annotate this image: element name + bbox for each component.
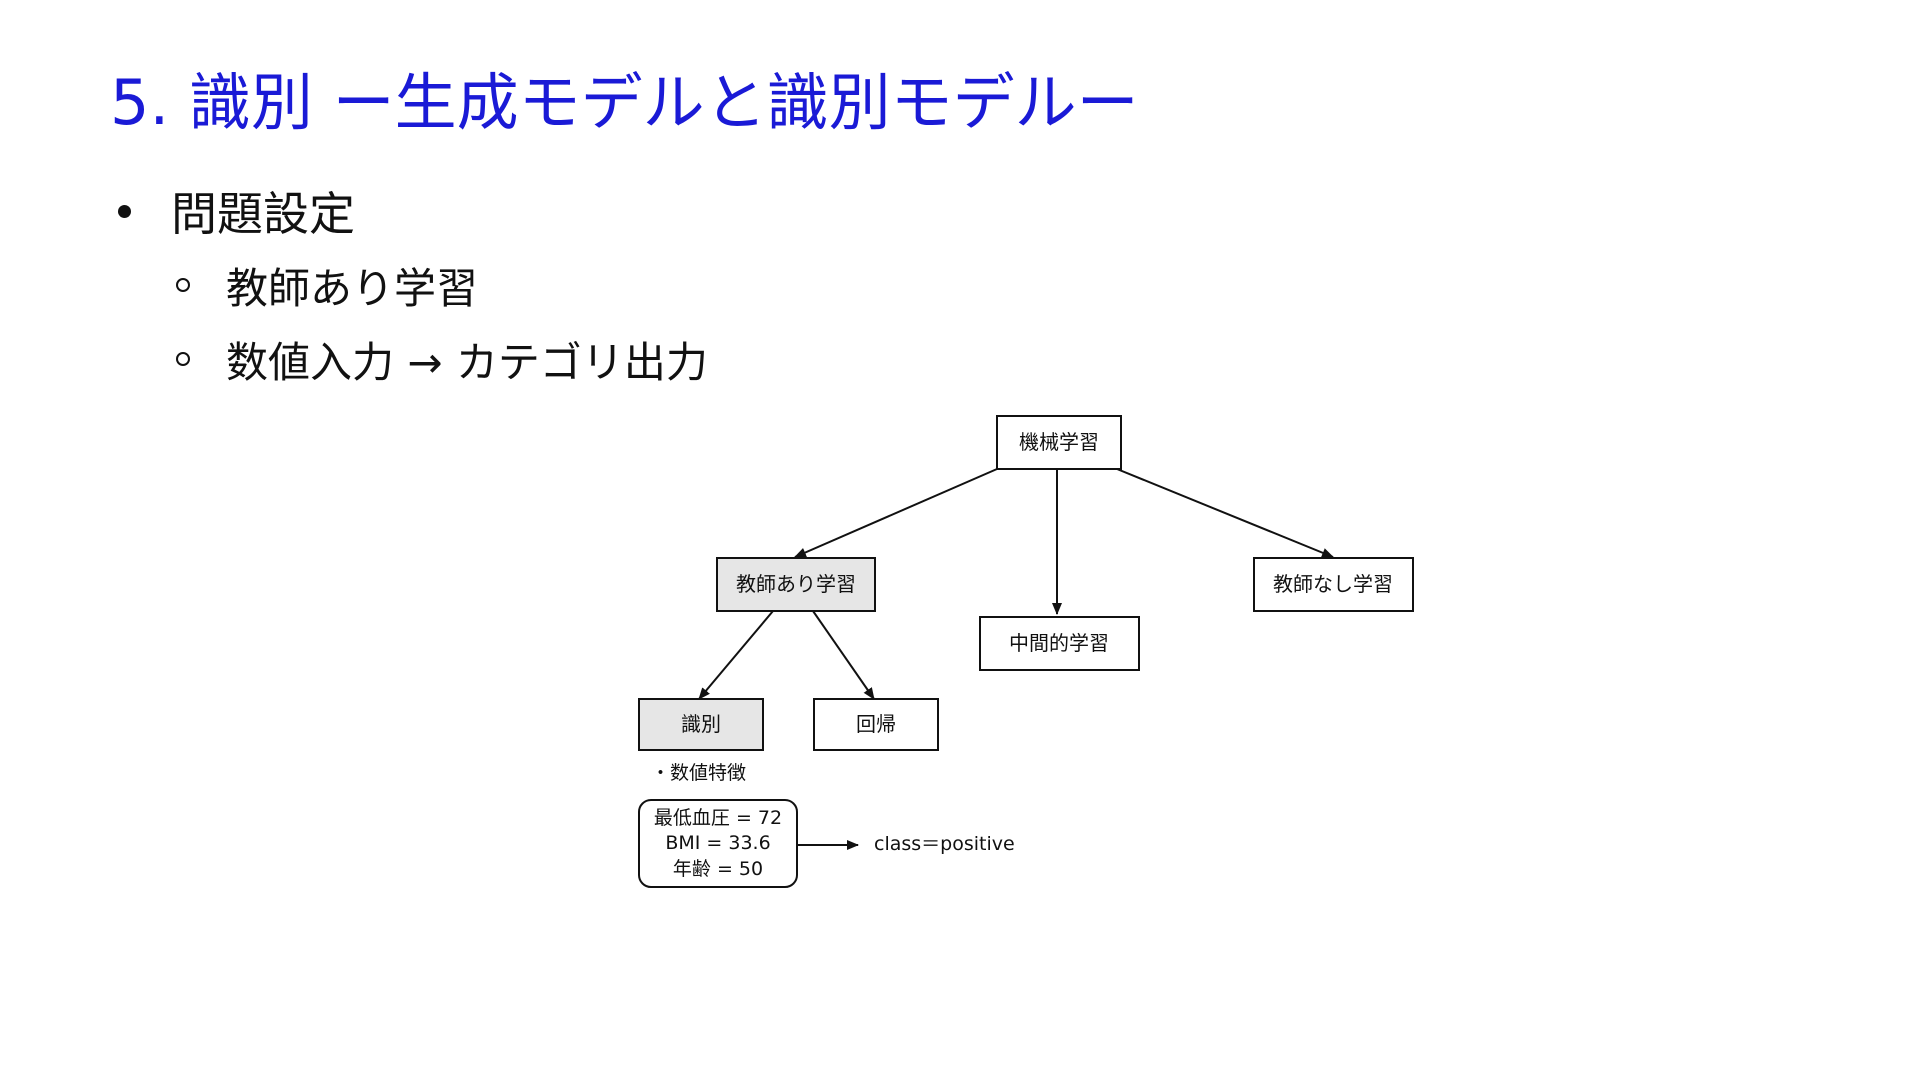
feature-value: 年齢 = 50 [673,858,763,880]
feature-note: ・数値特徴 [651,762,746,784]
sub-bullet-supervised: 教師あり学習 [176,260,478,313]
node-label: 教師あり学習 [736,572,856,596]
feature-value: 最低血圧 = 72 [654,807,782,829]
edge-supervised-to-regression [812,610,875,700]
node-label: 教師なし学習 [1273,572,1393,596]
feature-box: 最低血圧 = 72 BMI = 33.6 年齢 = 50 [638,799,798,888]
bullet-dot-icon [118,204,131,218]
sub-bullet-circle-icon [176,352,190,366]
sub-bullet-text: 教師あり学習 [226,263,479,313]
bullet-problem-setting: 問題設定 [118,183,355,241]
node-label: 機械学習 [1019,430,1099,454]
sub-bullet-io: 数値入力 → カテゴリ出力 [176,334,708,387]
node-semi-supervised-learning: 中間的学習 [979,616,1140,671]
output-class-label: class＝positive [874,833,1015,855]
sub-bullet-circle-icon [176,278,190,292]
feature-value: BMI = 33.6 [665,832,770,854]
sub-bullet-text: 数値入力 → カテゴリ出力 [226,337,708,387]
edge-ml-to-unsupervised [1116,468,1334,558]
edge-ml-to-supervised [794,468,998,558]
node-label: 識別 [681,712,721,736]
node-unsupervised-learning: 教師なし学習 [1253,557,1414,612]
node-label: 中間的学習 [1009,631,1109,655]
node-regression: 回帰 [813,698,939,751]
node-label: 回帰 [856,712,896,736]
node-supervised-learning: 教師あり学習 [716,557,876,612]
node-classification: 識別 [638,698,764,751]
edge-supervised-to-classification [698,610,774,700]
bullet-text: 問題設定 [171,187,355,241]
slide-title: 5. 識別 ー生成モデルと識別モデルー [110,66,1139,139]
node-machine-learning: 機械学習 [996,415,1122,470]
